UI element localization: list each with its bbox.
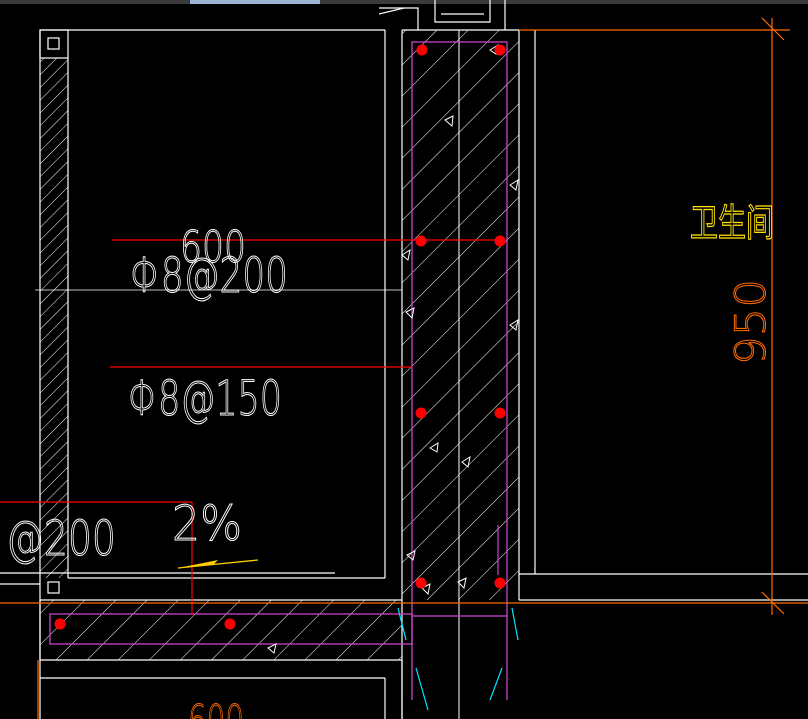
bottom-dim-text: 600 [188, 696, 244, 719]
rebar-spec-2-text: Φ8@150 [128, 371, 282, 427]
rebar-dot [54, 618, 66, 630]
rebar-spec-3-text: @200 [6, 511, 116, 567]
cyan-line [415, 667, 429, 711]
aggregate-triangle [429, 442, 439, 453]
left-wall-top-column [39, 29, 69, 59]
aggregate-triangle [401, 248, 411, 261]
rebar-dot [494, 577, 506, 589]
rebar-dot [494, 407, 506, 419]
cyan-accent-lines [397, 525, 519, 711]
cyan-line [511, 607, 519, 641]
dim-tick-top [761, 17, 785, 41]
aggregate-triangle [457, 577, 467, 590]
rebar-dot [415, 577, 427, 589]
room-name-label: 卫生间 [690, 201, 774, 245]
dimension-950 [0, 17, 808, 719]
top-edge-highlight [190, 0, 320, 4]
left-wall-bottom-column-marker [47, 581, 60, 594]
wall-stub-sep [378, 7, 405, 15]
left-wall [39, 29, 69, 719]
room-outline [0, 29, 386, 719]
rebar-dot [415, 407, 427, 419]
slope-text: 2% [172, 496, 242, 552]
aggregate-triangle [421, 583, 431, 596]
slope-arrow [177, 559, 259, 569]
wall-height-dim-text: 950 [726, 279, 775, 365]
wall-rebar-frame [411, 41, 508, 617]
rebar-dot [416, 44, 428, 56]
wall-stub-outline [379, 7, 419, 30]
aggregate-triangle [444, 115, 454, 128]
slope-arrow-line [177, 559, 259, 569]
rebar-dot [415, 235, 427, 247]
dim-tick-bottom [761, 591, 785, 615]
rebar-dot [224, 618, 236, 630]
top-wall-stub [378, 0, 506, 30]
aggregate-triangle [509, 178, 519, 191]
cyan-line [489, 667, 503, 701]
left-wall-top-column-marker [47, 37, 60, 50]
left-wall-hatch [40, 58, 68, 578]
aggregate-triangle [405, 307, 415, 320]
rebar-spec-1-text: Φ8@200 [130, 248, 288, 304]
aggregate-triangle [461, 455, 471, 468]
slope-arrow-head [178, 560, 218, 568]
rebar-top-dim-text: 600 [180, 222, 246, 273]
top-edge-strip [0, 0, 808, 4]
rebar-dot [494, 44, 506, 56]
window-frame [434, 0, 491, 23]
cyan-line [397, 607, 407, 641]
rebar-frames [49, 41, 508, 700]
bottom-slab [39, 599, 403, 719]
bottom-slab-hatch [40, 600, 402, 660]
rebar-dots [54, 44, 506, 630]
leader-lines [0, 239, 500, 615]
rebar-dot [494, 235, 506, 247]
aggregate-triangle [267, 643, 277, 654]
aggregate-triangle [509, 318, 519, 331]
aggregate-triangle [406, 550, 416, 561]
concrete-wall-hatch [402, 30, 519, 600]
